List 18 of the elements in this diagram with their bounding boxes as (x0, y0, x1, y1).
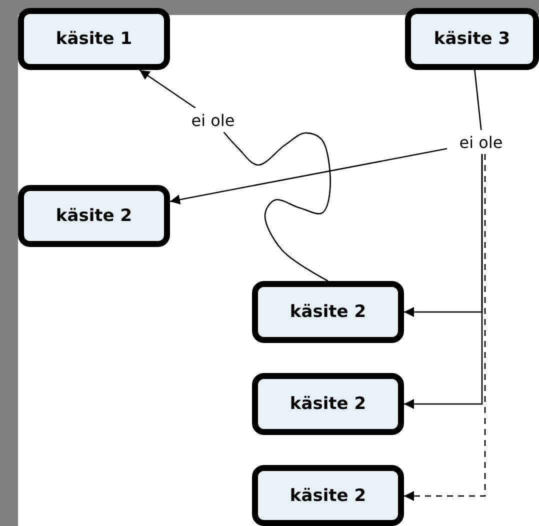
concept-label: käsite 1 (56, 29, 132, 49)
concept-label: käsite 2 (290, 394, 366, 414)
concept-label: käsite 2 (290, 486, 366, 506)
concept-box (18, 8, 170, 70)
arrow (139, 69, 196, 109)
connector-line (223, 132, 331, 282)
concept-label: käsite 2 (290, 302, 366, 322)
concept-box (252, 281, 404, 343)
concept-box (18, 185, 170, 247)
concept-box (252, 373, 404, 435)
arrow (404, 154, 486, 501)
arrow (404, 154, 483, 409)
concept-box (405, 8, 539, 70)
arrow (170, 148, 448, 204)
connector-line (474, 70, 482, 130)
concept-label: käsite 3 (434, 29, 510, 49)
concept-box (252, 465, 404, 526)
concept-label: käsite 2 (56, 206, 132, 226)
